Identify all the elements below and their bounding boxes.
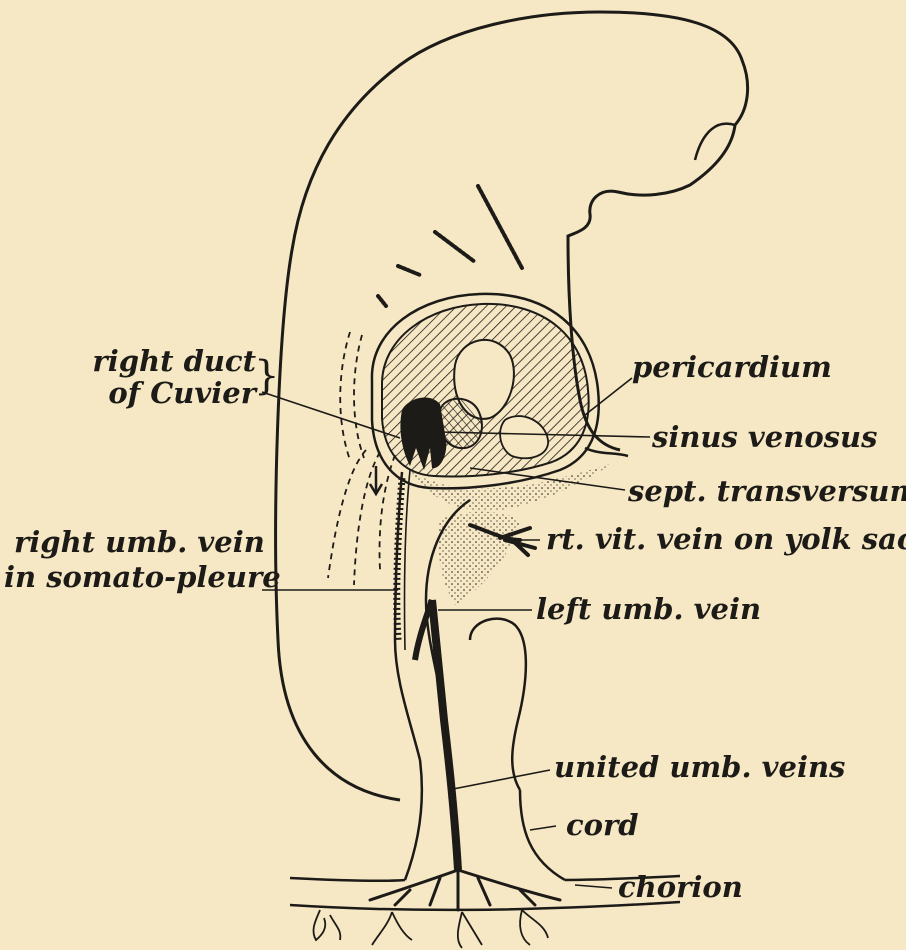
- label-cord: cord: [566, 810, 639, 840]
- leader-cord: [530, 826, 556, 830]
- leader-pericardium: [585, 378, 632, 415]
- label-left-umb-vein: left umb. vein: [536, 594, 761, 624]
- cord-left-wall: [405, 760, 422, 880]
- label-united-umb-veins: united umb. veins: [554, 752, 845, 782]
- label-right-duct-line1: right duct: [40, 346, 256, 376]
- label-right-umb-vein-line1: right umb. vein: [14, 527, 260, 557]
- flow-arrow-icon: [370, 466, 382, 494]
- leader-chorion: [575, 885, 612, 888]
- brace-icon: }: [254, 356, 279, 396]
- label-pericardium: pericardium: [632, 352, 832, 382]
- label-sept-transversum: sept. transversum.: [628, 476, 906, 506]
- label-chorion: chorion: [618, 872, 743, 902]
- label-rt-vit-vein: rt. vit. vein on yolk sac.: [546, 524, 906, 554]
- cord-right-wall: [520, 790, 565, 880]
- label-right-umb-vein-line2: in somato-pleure: [4, 562, 260, 592]
- leader-right-duct: [262, 392, 400, 438]
- somite-marks: [378, 186, 522, 306]
- chorionic-villi: [313, 910, 548, 948]
- left-umbilical-vein: [432, 600, 458, 870]
- sinus-venosus-mass: [400, 397, 446, 470]
- allantois-outline: [470, 619, 526, 790]
- septum-line: [585, 448, 628, 456]
- body-wall-left-2: [405, 470, 410, 650]
- leader-united-umb-veins: [448, 770, 550, 790]
- yolk-stalk-left: [395, 472, 420, 760]
- yolk-sac-stipple: [439, 512, 520, 605]
- label-right-duct-line2: of Cuvier: [40, 378, 256, 408]
- label-sinus-venosus: sinus venosus: [652, 422, 877, 452]
- chorionic-vein-branches: [370, 870, 560, 910]
